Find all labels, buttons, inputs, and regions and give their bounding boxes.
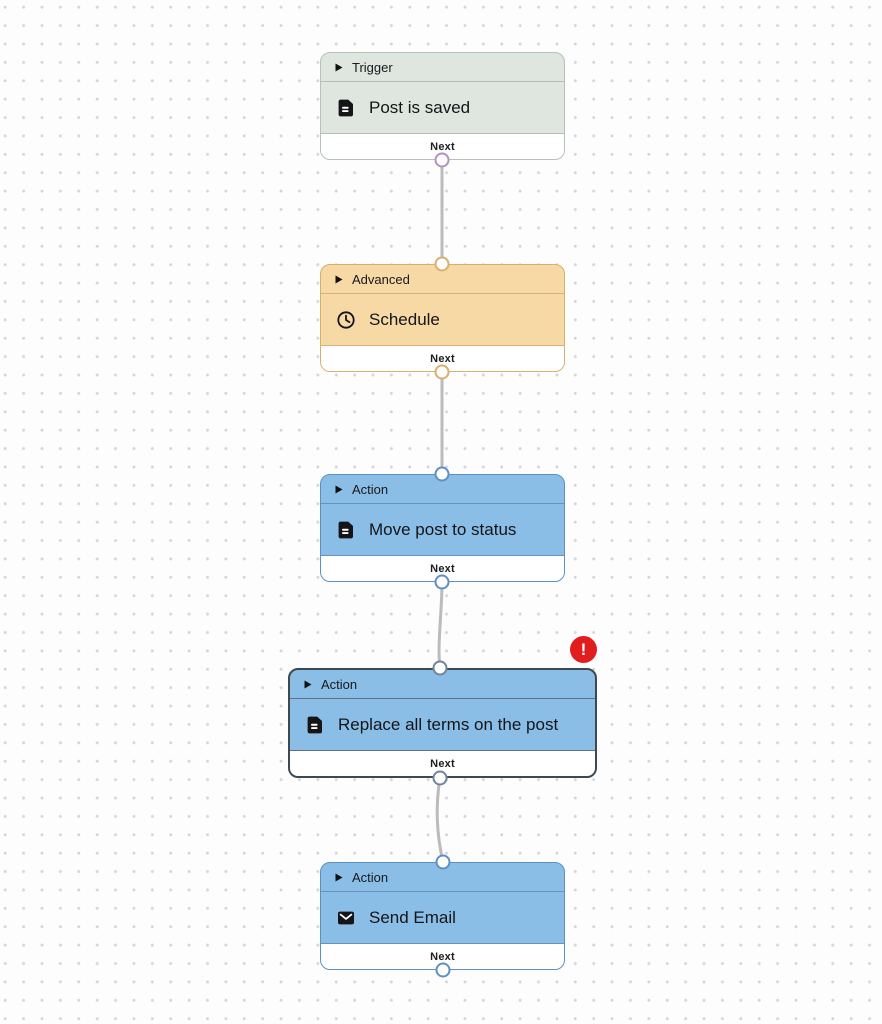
wire-move-post-to-replace-terms [437,580,444,670]
node-category-label: Action [321,676,358,692]
node-body[interactable]: Send Email [321,892,564,943]
output-port-trigger[interactable] [434,152,450,168]
node-header[interactable]: Advanced [321,265,564,294]
node-category-label: Advanced [352,271,410,287]
collapse-caret-icon[interactable] [335,873,343,882]
node-header[interactable]: Trigger [321,53,564,82]
next-label: Next [430,352,455,365]
node-title: Replace all terms on the post [338,714,559,734]
input-port-move-post[interactable] [434,466,450,482]
error-badge-symbol: ! [580,640,587,659]
document-icon [338,99,353,116]
collapse-caret-icon[interactable] [304,680,312,689]
node-header[interactable]: Action [321,475,564,504]
input-port-schedule[interactable] [434,256,450,272]
collapse-caret-icon[interactable] [335,275,343,284]
mail-icon [338,911,354,924]
node-trigger-post-is-saved[interactable]: Trigger Post is saved Next [320,52,565,160]
node-action-replace-all-terms[interactable]: Action Replace all terms on the post Nex… [288,668,597,778]
node-title: Schedule [369,309,440,329]
node-category-label: Action [352,869,389,885]
node-body[interactable]: Post is saved [321,82,564,133]
wire-replace-terms-to-send-email [435,776,445,864]
next-label: Next [430,140,455,153]
node-header[interactable]: Action [290,670,595,699]
node-advanced-schedule[interactable]: Advanced Schedule Next [320,264,565,372]
output-port-schedule[interactable] [434,364,450,380]
node-category-label: Action [352,481,389,497]
collapse-caret-icon[interactable] [335,63,343,72]
input-port-replace-terms[interactable] [432,660,448,676]
node-title: Send Email [369,907,456,927]
node-body[interactable]: Schedule [321,294,564,345]
node-action-move-post-to-status[interactable]: Action Move post to status Next [320,474,565,582]
output-port-send-email[interactable] [435,962,451,978]
next-label: Next [430,950,455,963]
node-title: Post is saved [369,97,471,117]
node-category-label: Trigger [352,59,393,75]
document-icon [338,521,353,538]
document-icon [307,716,322,733]
node-header[interactable]: Action [321,863,564,892]
node-footer: Next [321,345,564,371]
next-label: Next [430,757,455,770]
input-port-send-email[interactable] [435,854,451,870]
output-port-replace-terms[interactable] [432,770,448,786]
output-port-move-post[interactable] [434,574,450,590]
collapse-caret-icon[interactable] [335,485,343,494]
node-action-send-email[interactable]: Action Send Email Next [320,862,565,970]
node-title: Move post to status [369,519,517,539]
error-badge[interactable]: ! [570,636,597,663]
next-label: Next [430,562,455,575]
node-body[interactable]: Replace all terms on the post [290,699,595,750]
clock-icon [337,310,355,329]
node-body[interactable]: Move post to status [321,504,564,555]
